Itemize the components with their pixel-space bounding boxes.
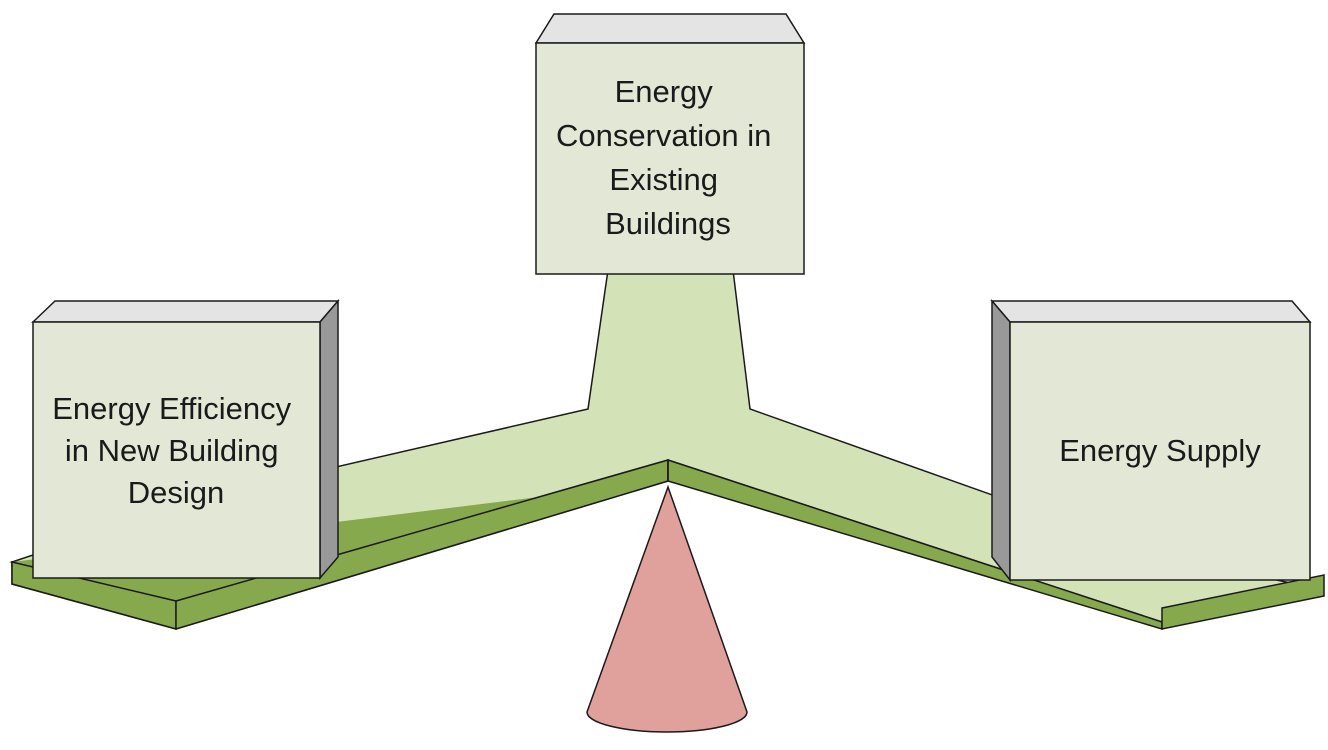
beam-right-front	[1161, 574, 1325, 630]
box-right: Energy Supply	[990, 298, 1312, 583]
box-center-top	[534, 13, 806, 44]
box-left-label: Energy Efficiency in New Building Design	[52, 391, 300, 510]
box-left-top	[31, 300, 340, 323]
box-center-label: Energy Conservation in Existing Building…	[556, 74, 780, 241]
box-center-label-line: Energy	[615, 74, 714, 109]
box-right-label-line: Energy Supply	[1059, 433, 1261, 468]
box-right-top	[990, 300, 1312, 323]
fulcrum-body	[586, 484, 748, 733]
box-left-side	[319, 298, 339, 581]
box-right-label: Energy Supply	[1059, 433, 1261, 468]
box-left-label-line: Design	[128, 475, 225, 510]
box-right-side	[991, 298, 1011, 583]
box-center-label-line: Buildings	[605, 206, 731, 241]
box-left-label-line: in New Building	[65, 433, 279, 468]
box-left: Energy Efficiency in New Building Design	[31, 298, 340, 581]
box-left-label-line: Energy Efficiency	[52, 391, 291, 426]
fulcrum-cone	[586, 484, 748, 733]
box-center: Energy Conservation in Existing Building…	[534, 13, 806, 275]
box-center-front	[535, 42, 805, 275]
box-center-label-line: Existing	[609, 162, 718, 197]
box-left-front	[32, 321, 321, 579]
box-right-front	[1009, 321, 1311, 581]
box-center-label-line: Conservation in	[556, 118, 771, 153]
